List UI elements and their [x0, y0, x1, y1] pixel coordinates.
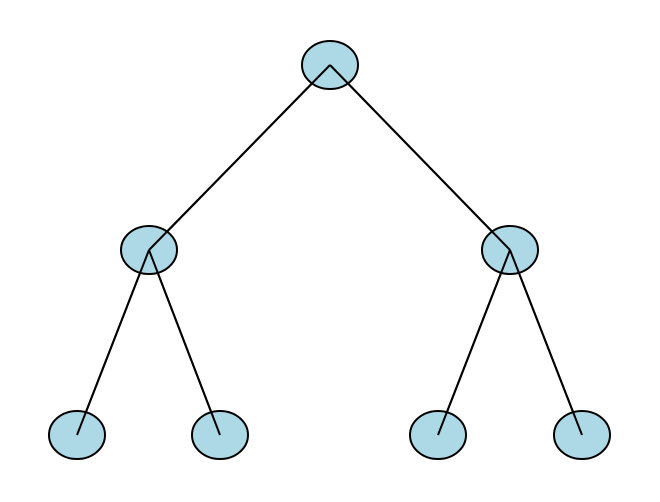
edge-overlay-root-to-right-child — [329, 64, 511, 251]
edge-overlay-right-child-to-right-left-leaf — [437, 249, 511, 436]
edge-overlay-right-child-to-right-right-leaf — [509, 249, 583, 436]
edge-overlay-left-child-to-left-right-leaf — [148, 249, 221, 436]
edge-overlay-layer — [76, 64, 583, 436]
edge-overlay-left-child-to-left-left-leaf — [76, 249, 150, 436]
edge-overlay-root-to-left-child — [148, 64, 331, 251]
node-layer — [48, 40, 611, 460]
